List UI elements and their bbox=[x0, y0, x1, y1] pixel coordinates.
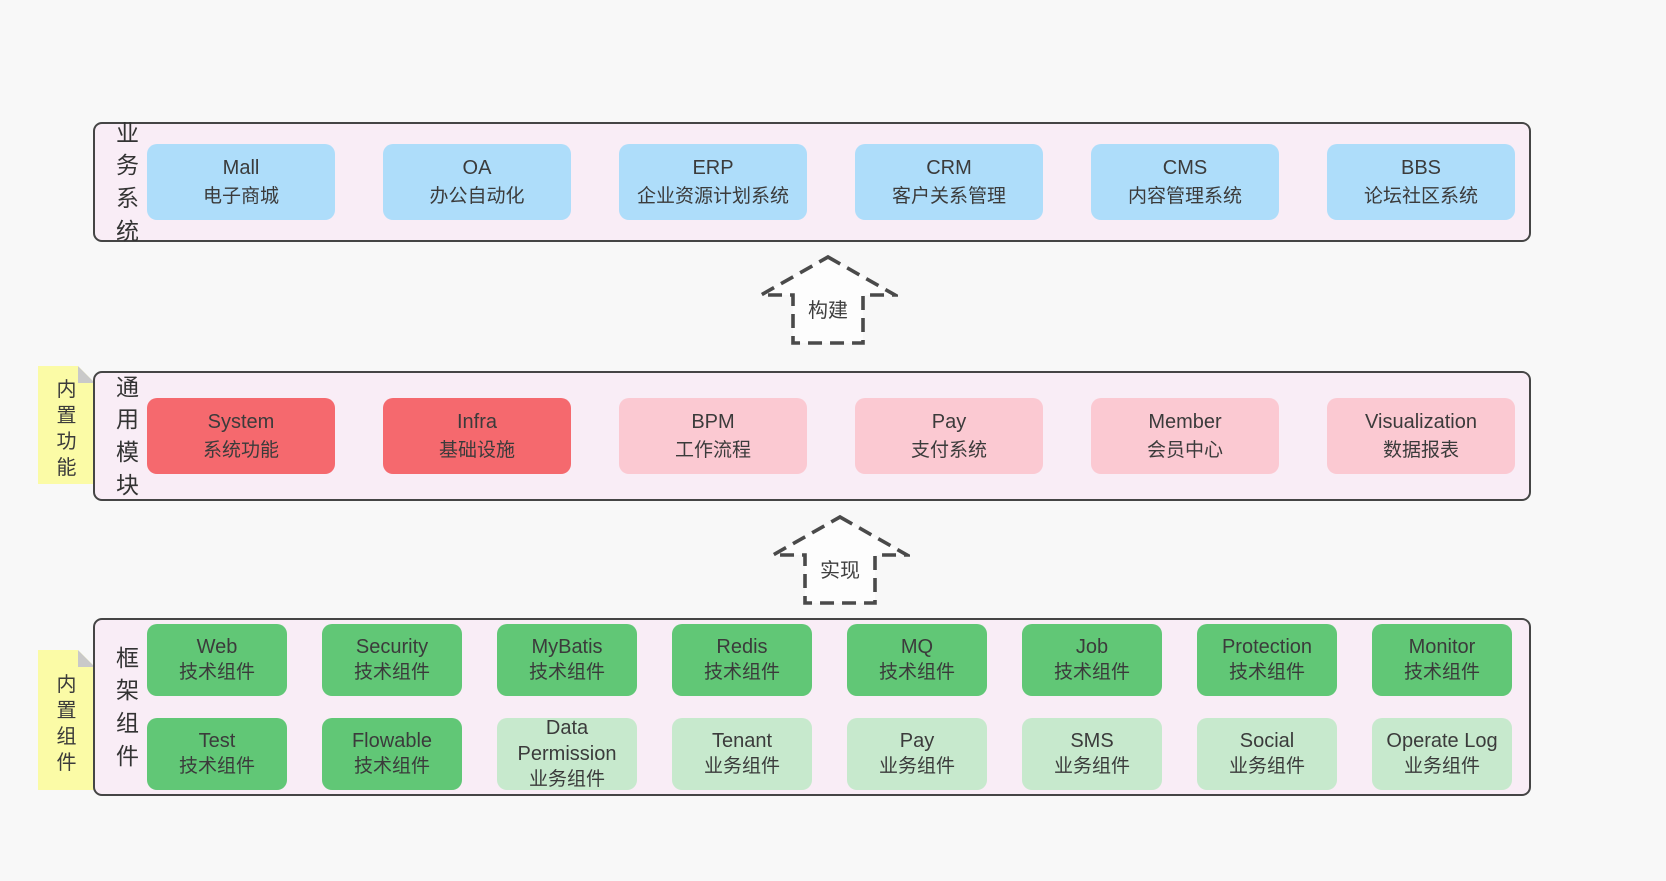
box-mq: MQ 技术组件 bbox=[847, 624, 987, 696]
box-mall: Mall 电子商城 bbox=[147, 144, 335, 220]
arrow-label: 实现 bbox=[820, 560, 860, 582]
box-pay: Pay 支付系统 bbox=[855, 398, 1043, 474]
box-bbs: BBS 论坛社区系统 bbox=[1327, 144, 1515, 220]
note-text: 内置组件 bbox=[56, 674, 77, 774]
box-erp: ERP 企业资源计划系统 bbox=[619, 144, 807, 220]
box-bpm: BPM 工作流程 bbox=[619, 398, 807, 474]
box-visualization: Visualization 数据报表 bbox=[1327, 398, 1515, 474]
band-common-modules: 通用模块 System 系统功能 Infra 基础设施 BPM 工作流程 Pay… bbox=[93, 371, 1531, 501]
sticky-note-built-in-features: 内置功能 bbox=[38, 366, 95, 484]
box-oa: OA 办公自动化 bbox=[383, 144, 571, 220]
band-label: 通用模块 bbox=[116, 373, 139, 498]
box-system: System 系统功能 bbox=[147, 398, 335, 474]
components-row-1: Web 技术组件 Security 技术组件 MyBatis 技术组件 Redi… bbox=[147, 624, 1512, 696]
components-row-2: Test 技术组件 Flowable 技术组件 Data Permission … bbox=[147, 717, 1512, 790]
box-data-permission: Data Permission 业务组件 bbox=[497, 717, 637, 790]
box-mybatis: MyBatis 技术组件 bbox=[497, 624, 637, 696]
box-cms: CMS 内容管理系统 bbox=[1091, 144, 1279, 220]
box-flowable: Flowable 技术组件 bbox=[322, 718, 462, 790]
box-social: Social 业务组件 bbox=[1197, 718, 1337, 790]
box-tenant: Tenant 业务组件 bbox=[672, 718, 812, 790]
sticky-note-built-in-components: 内置组件 bbox=[38, 650, 95, 790]
box-security: Security 技术组件 bbox=[322, 624, 462, 696]
dashed-up-arrow-implement: 实现 bbox=[770, 514, 910, 606]
box-member: Member 会员中心 bbox=[1091, 398, 1279, 474]
band-boxes: Web 技术组件 Security 技术组件 MyBatis 技术组件 Redi… bbox=[147, 624, 1512, 790]
box-crm: CRM 客户关系管理 bbox=[855, 144, 1043, 220]
box-sms: SMS 业务组件 bbox=[1022, 718, 1162, 790]
band-boxes: Mall 电子商城 OA 办公自动化 ERP 企业资源计划系统 CRM 客户关系… bbox=[147, 144, 1515, 220]
box-pay-biz: Pay 业务组件 bbox=[847, 718, 987, 790]
band-business-systems: 业务系统 Mall 电子商城 OA 办公自动化 ERP 企业资源计划系统 CRM… bbox=[93, 120, 1531, 244]
arrow-label: 构建 bbox=[808, 300, 848, 322]
box-test: Test 技术组件 bbox=[147, 718, 287, 790]
box-operate-log: Operate Log 业务组件 bbox=[1372, 718, 1512, 790]
band-boxes: System 系统功能 Infra 基础设施 BPM 工作流程 Pay 支付系统… bbox=[147, 398, 1515, 474]
band-label: 业务系统 bbox=[116, 119, 139, 244]
note-text: 内置功能 bbox=[56, 379, 77, 479]
up-arrow-icon bbox=[758, 254, 898, 345]
box-protection: Protection 技术组件 bbox=[1197, 624, 1337, 696]
box-infra: Infra 基础设施 bbox=[383, 398, 571, 474]
box-job: Job 技术组件 bbox=[1022, 624, 1162, 696]
box-redis: Redis 技术组件 bbox=[672, 624, 812, 696]
dashed-up-arrow-build: 构建 bbox=[758, 254, 898, 346]
box-web: Web 技术组件 bbox=[147, 624, 287, 696]
up-arrow-icon bbox=[770, 514, 910, 605]
box-monitor: Monitor 技术组件 bbox=[1372, 624, 1512, 696]
band-framework-components: 框架组件 Web 技术组件 Security 技术组件 MyBatis 技术组件… bbox=[93, 618, 1531, 796]
band-label: 框架组件 bbox=[116, 644, 139, 769]
